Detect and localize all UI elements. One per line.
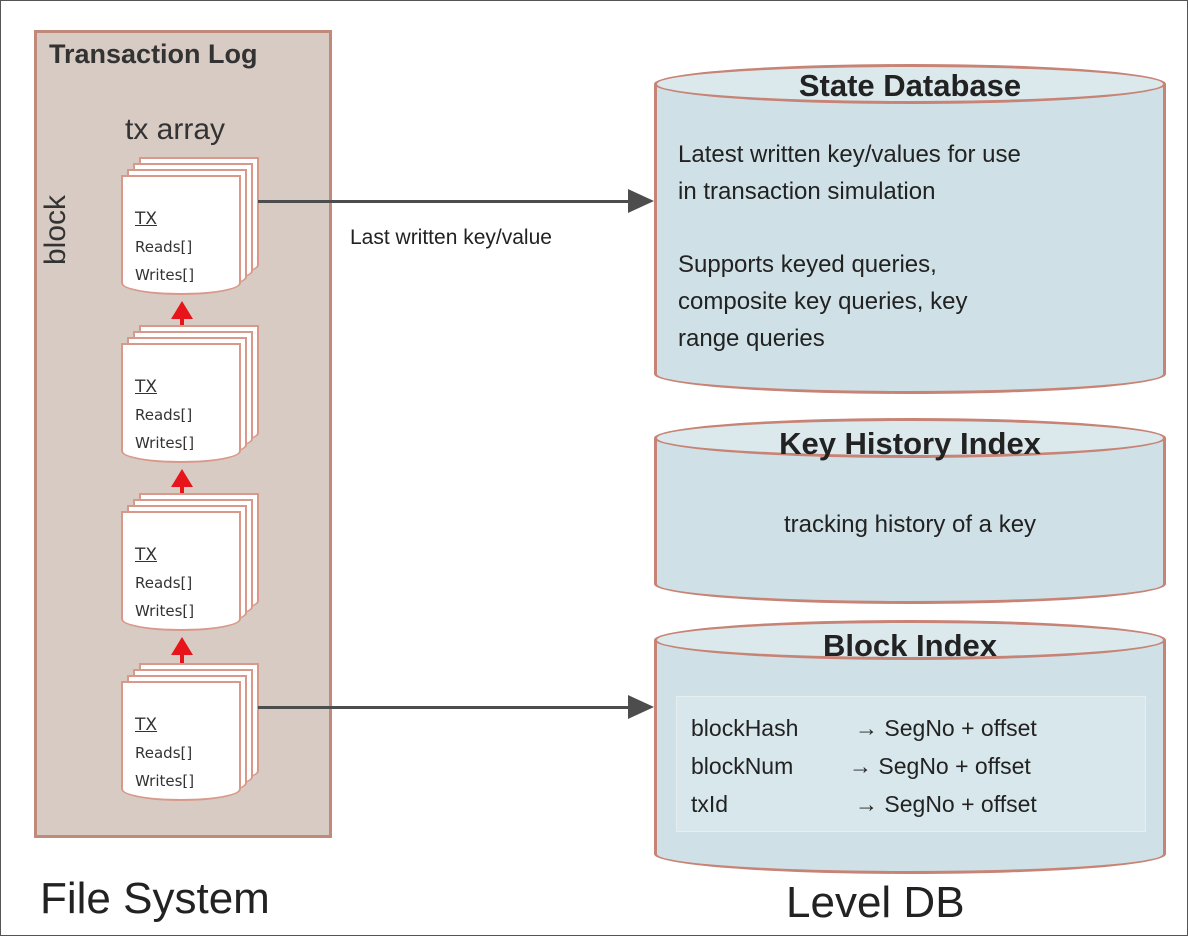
block-index-table: blockHash → SegNo + offset blockNum → Se… bbox=[676, 696, 1146, 832]
tx-writes: Writes[] bbox=[135, 434, 195, 452]
tx-array-label: tx array bbox=[125, 113, 226, 146]
state-db-text-line: in transaction simulation bbox=[678, 178, 936, 205]
key-history-text: tracking history of a key bbox=[783, 511, 1037, 538]
state-database-cylinder: State Database Latest written key/values… bbox=[654, 64, 1166, 394]
block-label: block bbox=[39, 194, 72, 265]
block-index-value: → SegNo + offset bbox=[855, 791, 1037, 817]
tx-reads: Reads[] bbox=[135, 574, 193, 592]
tx-document-stack: TX Reads[] Writes[] bbox=[121, 663, 271, 803]
state-db-text-line: composite key queries, key bbox=[678, 288, 968, 315]
block-index-key: txId bbox=[691, 791, 729, 817]
state-db-text-line: Supports keyed queries, bbox=[678, 251, 937, 278]
tx-document-stack: TX Reads[] Writes[] bbox=[121, 493, 271, 633]
tx-title: TX bbox=[135, 715, 158, 735]
tx-reads: Reads[] bbox=[135, 406, 193, 424]
tx-writes: Writes[] bbox=[135, 772, 195, 790]
tx-writes: Writes[] bbox=[135, 266, 195, 284]
transaction-log-panel: Transaction Log tx array block TX Reads[… bbox=[34, 30, 332, 838]
tx-document-stack: TX Reads[] Writes[] bbox=[121, 325, 271, 465]
block-index-value: → SegNo + offset bbox=[849, 753, 1031, 779]
tx-title: TX bbox=[135, 545, 158, 565]
file-system-footer: File System bbox=[40, 874, 270, 923]
block-index-title: Block Index bbox=[823, 628, 997, 663]
connector-label: Last written key/value bbox=[350, 226, 552, 249]
tx-reads: Reads[] bbox=[135, 744, 193, 762]
block-index-key: blockNum bbox=[691, 753, 794, 779]
block-index-value: → SegNo + offset bbox=[855, 715, 1037, 741]
tx-title: TX bbox=[135, 209, 158, 229]
transaction-log-title: Transaction Log bbox=[49, 39, 258, 69]
connector-to-block-index bbox=[258, 695, 654, 719]
state-database-title: State Database bbox=[798, 68, 1022, 103]
key-history-index-title: Key History Index bbox=[779, 426, 1041, 461]
connector-to-state-db bbox=[258, 189, 654, 213]
state-db-text-line: range queries bbox=[678, 325, 825, 352]
tx-title: TX bbox=[135, 377, 158, 397]
key-history-index-cylinder: Key History Index tracking history of a … bbox=[654, 418, 1166, 604]
block-index-cylinder: Block Index blockHash → SegNo + offset b… bbox=[654, 620, 1166, 874]
block-index-key: blockHash bbox=[691, 715, 799, 741]
level-db-footer: Level DB bbox=[786, 878, 965, 927]
tx-reads: Reads[] bbox=[135, 238, 193, 256]
tx-writes: Writes[] bbox=[135, 602, 195, 620]
state-db-text-line: Latest written key/values for use bbox=[678, 141, 1021, 168]
tx-document-stack: TX Reads[] Writes[] bbox=[121, 157, 271, 297]
